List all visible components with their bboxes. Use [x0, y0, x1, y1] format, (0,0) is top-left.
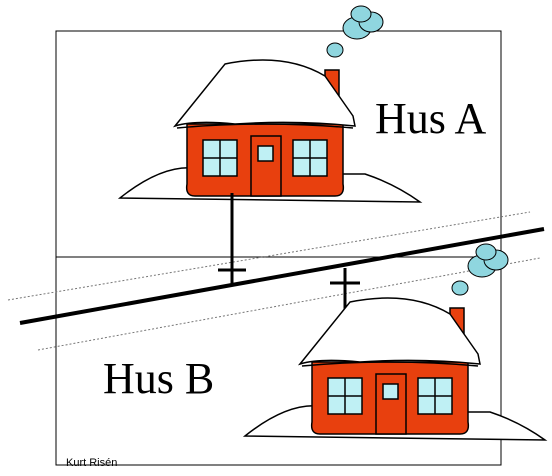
house-b-label: Hus B — [103, 354, 214, 403]
lower-dotted-line — [37, 257, 541, 351]
upper-dotted-line — [7, 211, 531, 301]
lower-frame — [55, 256, 502, 466]
credit-text: Kurt Risén — [66, 457, 117, 469]
house-a-label: Hus A — [375, 94, 486, 143]
main-line — [19, 227, 545, 325]
